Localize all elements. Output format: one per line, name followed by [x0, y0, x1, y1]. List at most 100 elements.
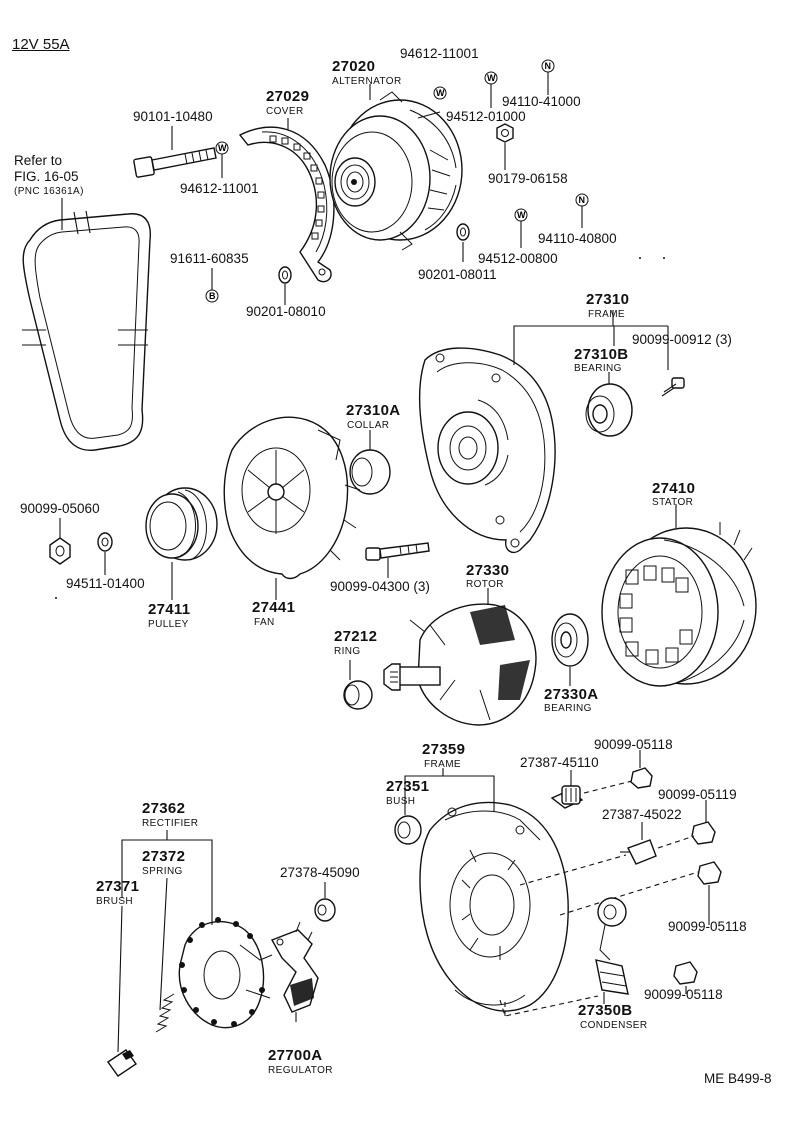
insulator-27387-45022 [620, 839, 657, 865]
cover-27029 [238, 126, 335, 283]
part-name-spring: SPRING [142, 866, 183, 877]
part-number-27700a: 27700A [268, 1047, 323, 1064]
part-number-90201-08011: 90201-08011 [418, 267, 497, 282]
part-name-frame-27310: FRAME [588, 309, 625, 320]
part-number-27362: 27362 [142, 800, 186, 817]
washer-badge-94512-00800: W [514, 208, 528, 222]
part-name-ring: RING [334, 646, 361, 657]
part-number-90099-00912: 90099-00912 (3) [632, 332, 732, 347]
frame-27310 [418, 347, 556, 554]
refer-line-3: (PNC 16361A) [14, 186, 84, 197]
washer-badge-94612-mid: W [215, 141, 229, 155]
part-number-91611-60835: 91611-60835 [170, 251, 249, 266]
washer-badge-94512-01000: W [484, 71, 498, 85]
part-number-90099-04300: 90099-04300 (3) [330, 579, 430, 594]
svg-text:W: W [487, 73, 496, 83]
bearing-27330a [551, 613, 589, 667]
stator-27410 [601, 522, 757, 687]
part-number-27351: 27351 [386, 778, 430, 795]
part-name-rectifier: RECTIFIER [142, 818, 199, 829]
part-name-alternator: ALTERNATOR [332, 76, 402, 87]
part-number-27212: 27212 [334, 628, 378, 645]
nut-badge-94110-41000: N [541, 59, 555, 73]
part-name-brush: BRUSH [96, 896, 134, 907]
refer-line-1: Refer to [14, 153, 63, 168]
part-number-90099-05118-b: 90099-05118 [668, 919, 747, 934]
part-number-90099-05119: 90099-05119 [658, 787, 737, 802]
rectifier-27362 [178, 917, 273, 1029]
bush-27351 [394, 815, 422, 845]
part-number-27387-45110: 27387-45110 [520, 755, 599, 770]
part-number-94612-11001-top: 94612-11001 [400, 46, 479, 61]
part-number-27359: 27359 [422, 741, 466, 758]
part-number-27310: 27310 [586, 291, 630, 308]
condenser-27350b [595, 897, 629, 995]
part-number-27020: 27020 [332, 58, 376, 75]
alternator-27020 [329, 91, 463, 251]
part-number-94110-41000: 94110-41000 [502, 94, 581, 109]
nut-badge-94110-40800: N [575, 193, 589, 207]
bolt-badge-91611-60835: B [205, 289, 219, 303]
part-name-pulley: PULLEY [148, 619, 189, 630]
part-number-94512-00800: 94512-00800 [478, 251, 558, 266]
nut-90099-05060 [49, 537, 71, 565]
washer-94511-01400 [97, 532, 113, 552]
part-name-condenser: CONDENSER [580, 1020, 648, 1031]
fan-27441 [223, 416, 361, 580]
screw-90099-00912 [661, 377, 685, 397]
rotor-27330 [383, 603, 537, 726]
refer-line-2: FIG. 16-05 [14, 169, 79, 184]
nut-90099-05118-b [697, 861, 722, 885]
part-number-90201-08010: 90201-08010 [246, 304, 326, 319]
part-number-27330a: 27330A [544, 686, 599, 703]
part-number-27387-45022: 27387-45022 [602, 807, 682, 822]
part-number-27378-45090: 27378-45090 [280, 865, 360, 880]
v-belt [22, 210, 152, 452]
collar-27310a [349, 449, 391, 495]
part-number-27310b: 27310B [574, 346, 629, 363]
part-number-27330: 27330 [466, 562, 510, 579]
brush-27371 [107, 1049, 137, 1077]
frame-27359 [419, 801, 569, 1012]
ring-27212 [343, 680, 373, 710]
part-number-27372: 27372 [142, 848, 186, 865]
bearing-27310b [585, 383, 633, 437]
part-number-90179-06158: 90179-06158 [488, 171, 568, 186]
part-name-frame-27359: FRAME [424, 759, 461, 770]
svg-text:B: B [209, 291, 216, 301]
regulator-27700a [270, 921, 319, 1013]
spring-27372 [155, 993, 175, 1033]
svg-text:W: W [517, 210, 526, 220]
part-number-94110-40800: 94110-40800 [538, 231, 617, 246]
svg-text:N: N [545, 61, 552, 71]
washer-badge-94612-top: W [433, 86, 447, 100]
part-number-90099-05118-c: 90099-05118 [644, 987, 723, 1002]
insulator-27387-45110 [550, 785, 584, 809]
part-name-fan: FAN [254, 617, 275, 628]
part-name-regulator: REGULATOR [268, 1065, 333, 1076]
part-number-27310a: 27310A [346, 402, 401, 419]
part-number-90099-05118-a: 90099-05118 [594, 737, 673, 752]
nut-90099-05119 [691, 821, 716, 845]
part-number-27410: 27410 [652, 480, 696, 497]
part-number-94612-11001-mid: 94612-11001 [180, 181, 259, 196]
washer-90201-08011 [456, 223, 470, 241]
part-number-27371: 27371 [96, 878, 140, 895]
part-name-collar: COLLAR [347, 420, 390, 431]
part-name-bush: BUSH [386, 796, 416, 807]
svg-text:N: N [579, 195, 586, 205]
part-name-bearing-27330a: BEARING [544, 703, 592, 714]
figure-code: ME B499-8 [704, 1071, 772, 1086]
part-number-27350b: 27350B [578, 1002, 633, 1019]
washer-90201-08010 [278, 266, 292, 284]
spec-title: 12V 55A [12, 36, 70, 53]
bolt-90101-10480 [133, 147, 217, 178]
part-name-cover: COVER [266, 106, 304, 117]
part-number-90101-10480: 90101-10480 [133, 109, 213, 124]
part-number-94512-01000: 94512-01000 [446, 109, 526, 124]
nut-90099-05118-a [630, 767, 653, 789]
part-name-stator: STATOR [652, 497, 694, 508]
part-number-94511-01400: 94511-01400 [66, 576, 145, 591]
